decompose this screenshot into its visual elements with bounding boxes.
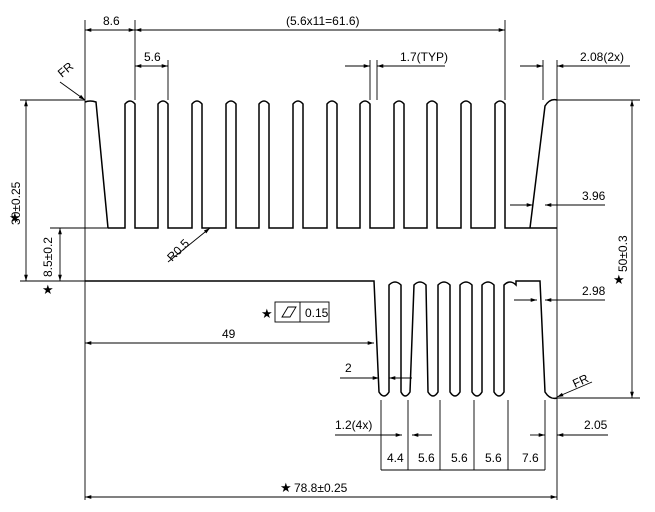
label-bottom-pitch-2: 5.6 xyxy=(418,451,435,465)
label-bottom-pitch-3: 5.6 xyxy=(451,451,468,465)
parallelogram-icon xyxy=(281,306,297,318)
label-fin-thickness: 1.7(TYP) xyxy=(400,50,448,64)
star-icon: ★ xyxy=(9,211,21,226)
dimension-lines xyxy=(24,28,634,499)
label-total-width: 78.8±0.25 xyxy=(294,481,348,495)
outline-bottom xyxy=(85,280,558,400)
star-icon: ★ xyxy=(280,481,292,496)
label-fin-gap-top: 3.96 xyxy=(582,189,606,203)
label-bottom-pitch-5: 7.6 xyxy=(522,451,539,465)
label-flatness-value: 0.15 xyxy=(305,306,329,320)
critical-stars: ★ ★ ★ ★ ★ xyxy=(9,211,625,496)
dimension-labels: 8.6 (5.6x11=61.6) 5.6 1.7(TYP) 2.08(2x) … xyxy=(9,14,630,495)
label-offset-bottom: 49 xyxy=(222,327,236,341)
label-base-thickness: 8.5±0.2 xyxy=(41,237,55,277)
label-top-pitch-total: (5.6x11=61.6) xyxy=(286,14,360,28)
heatsink-profile xyxy=(84,98,558,400)
label-total-height: 50±0.3 xyxy=(616,235,630,272)
label-root-radius: R0.5 xyxy=(164,236,192,264)
label-bottom-pitch-4: 5.6 xyxy=(485,451,502,465)
label-bottom-gap: 2 xyxy=(345,361,352,375)
label-bottom-right-margin: 2.05 xyxy=(584,418,608,432)
label-bottom-fin-thickness: 1.2(4x) xyxy=(335,418,372,432)
label-fillet-top: FR xyxy=(55,59,77,80)
extension-lines xyxy=(20,20,640,500)
label-fillet-bottom: FR xyxy=(570,371,591,391)
outline-top xyxy=(84,98,558,229)
flatness-frame xyxy=(274,301,330,323)
label-top-margin: 8.6 xyxy=(103,14,120,28)
star-icon: ★ xyxy=(613,273,625,288)
label-fin-gap-bottom: 2.98 xyxy=(582,284,606,298)
label-bottom-pitch-1: 4.4 xyxy=(387,451,404,465)
label-height-top: 30±0.25 xyxy=(9,181,23,225)
star-icon: ★ xyxy=(42,283,54,298)
label-corner-taper: 2.08(2x) xyxy=(580,50,624,64)
star-icon: ★ xyxy=(261,307,273,322)
label-top-pitch: 5.6 xyxy=(144,50,161,64)
